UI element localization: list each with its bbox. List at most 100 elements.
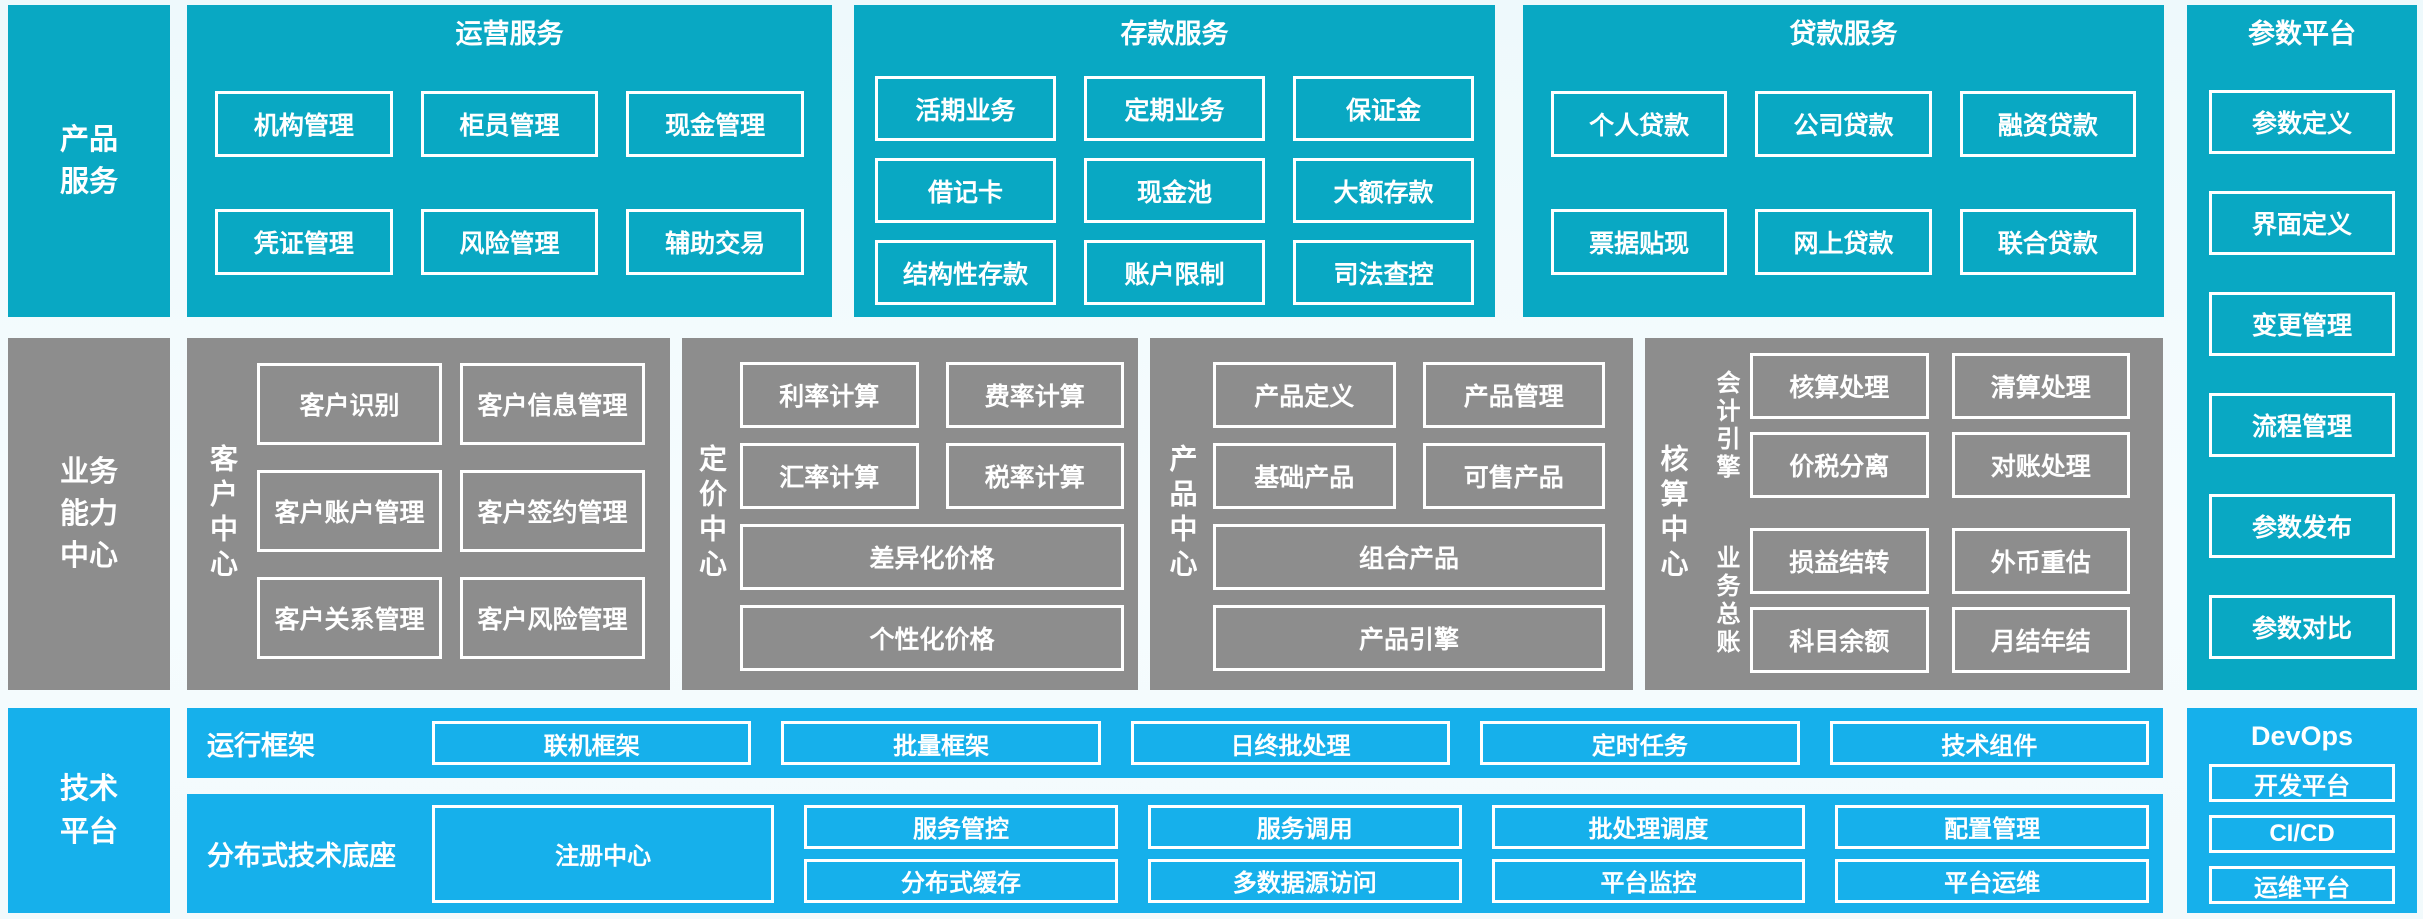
section-accounting-center: 核算中心 会计引擎 核算处理清算处理价税分离对账处理 业务总账 损益结转外币重估…: [1645, 338, 2163, 690]
row-runtime-framework: 运行框架 联机框架批量框架日终批处理定时任务技术组件: [187, 708, 2163, 778]
pricing-capability-box: 利率计算: [740, 362, 919, 428]
deposit-service-box: 保证金: [1293, 76, 1474, 141]
customer-capability-box: 客户关系管理: [257, 577, 442, 659]
section-loan-services: 贷款服务 个人贷款公司贷款融资贷款票据贴现网上贷款联合贷款: [1523, 5, 2164, 317]
section-pricing-center: 定价中心 利率计算费率计算汇率计算税率计算差异化价格个性化价格: [682, 338, 1138, 690]
runtime-box: 批量框架: [781, 721, 1101, 765]
loan-services-title: 贷款服务: [1789, 19, 1898, 49]
product-capability-box: 可售产品: [1422, 443, 1605, 509]
runtime-box: 定时任务: [1480, 721, 1800, 765]
distributed-base-area: 注册中心 服务管控分布式缓存服务调用多数据源访问批处理调度平台监控配置管理平台运…: [432, 794, 2149, 913]
distributed-box: 多数据源访问: [1147, 858, 1462, 903]
parameter-box: 参数发布: [2209, 494, 2395, 558]
parameter-box: 界面定义: [2209, 191, 2395, 255]
registry-center-box: 注册中心: [432, 804, 775, 903]
pricing-center-label: 定价中心: [696, 444, 727, 584]
operations-service-box: 机构管理: [215, 91, 393, 157]
accounting-center-groups: 会计引擎 核算处理清算处理价税分离对账处理 业务总账 损益结转外币重估科目余额月…: [1700, 353, 2130, 690]
deposit-service-box: 借记卡: [875, 158, 1056, 223]
product-capability-box: 产品定义: [1213, 362, 1396, 428]
runtime-framework-boxes: 联机框架批量框架日终批处理定时任务技术组件: [432, 708, 2150, 778]
distributed-base-label: 分布式技术底座: [207, 841, 396, 871]
product-capability-box: 产品管理: [1422, 362, 1605, 428]
product-center-label: 产品中心: [1166, 444, 1198, 584]
customer-capability-box: 客户签约管理: [460, 470, 645, 552]
pricing-capability-box: 差异化价格: [740, 524, 1124, 590]
loan-service-box: 网上贷款: [1755, 209, 1932, 275]
accounting-box: 价税分离: [1750, 432, 1929, 498]
rail-label-line: 业务: [59, 455, 118, 488]
rail-business-capability-label: 业务 能力 中心: [60, 451, 118, 577]
devops-box: CI/CD: [2209, 815, 2395, 853]
distributed-box: 平台运维: [1835, 858, 2149, 903]
rail-product-services-label: 产品 服务: [60, 119, 118, 203]
section-operations-services: 运营服务 机构管理柜员管理现金管理凭证管理风险管理辅助交易: [187, 5, 832, 317]
pricing-capability-box: 个性化价格: [740, 605, 1124, 671]
rail-technology-platform-label: 技术 平台: [60, 768, 118, 852]
accounting-box: 对账处理: [1951, 432, 2130, 498]
product-center-label-wrap: 产品中心: [1150, 338, 1213, 690]
distributed-box: 服务管控: [804, 804, 1118, 849]
operations-service-box: 辅助交易: [626, 209, 804, 275]
accounting-box: 科目余额: [1750, 607, 1929, 673]
deposit-service-box: 大额存款: [1293, 158, 1474, 223]
parameter-box: 参数对比: [2209, 595, 2395, 659]
accounting-engine-grid: 核算处理清算处理价税分离对账处理: [1750, 353, 2130, 498]
distributed-box: 服务调用: [1147, 804, 1462, 849]
operations-services-grid: 机构管理柜员管理现金管理凭证管理风险管理辅助交易: [215, 91, 804, 275]
rail-label-line: 技术: [59, 773, 118, 806]
rail-label-line: 服务: [59, 166, 118, 198]
loan-service-box: 融资贷款: [1959, 91, 2136, 157]
accounting-center-label: 核算中心: [1657, 444, 1689, 584]
deposit-service-box: 结构性存款: [875, 240, 1056, 305]
business-ledger-label-wrap: 业务总账: [1700, 528, 1750, 673]
devops-title: DevOps: [2250, 721, 2354, 751]
accounting-engine-label: 会计引擎: [1712, 369, 1739, 482]
customer-center-label-wrap: 客户中心: [187, 338, 257, 690]
operations-service-box: 现金管理: [626, 91, 804, 157]
business-ledger-group: 业务总账 损益结转外币重估科目余额月结年结: [1700, 528, 2130, 673]
accounting-center-label-wrap: 核算中心: [1645, 338, 1700, 690]
operations-service-box: 凭证管理: [215, 209, 393, 275]
runtime-framework-label: 运行框架: [207, 730, 315, 761]
deposit-service-box: 司法查控: [1293, 240, 1474, 305]
runtime-box: 联机框架: [432, 721, 752, 765]
operations-services-title: 运营服务: [455, 19, 564, 49]
parameter-box: 变更管理: [2209, 292, 2395, 356]
pricing-capability-box: 费率计算: [945, 362, 1124, 428]
distributed-box: 配置管理: [1835, 804, 2149, 849]
deposit-services-grid: 活期业务定期业务保证金借记卡现金池大额存款结构性存款账户限制司法查控: [875, 76, 1474, 305]
devops-box: 开发平台: [2209, 764, 2395, 802]
section-customer-center: 客户中心 客户识别客户信息管理客户账户管理客户签约管理客户关系管理客户风险管理: [187, 338, 670, 690]
section-deposit-services: 存款服务 活期业务定期业务保证金借记卡现金池大额存款结构性存款账户限制司法查控: [854, 5, 1495, 317]
loan-service-box: 公司贷款: [1755, 91, 1932, 157]
customer-center-grid: 客户识别客户信息管理客户账户管理客户签约管理客户关系管理客户风险管理: [257, 363, 645, 690]
distributed-box: 平台监控: [1491, 858, 1806, 903]
customer-capability-box: 客户识别: [257, 363, 442, 445]
loan-service-box: 个人贷款: [1551, 91, 1728, 157]
rail-technology-platform: 技术 平台: [8, 708, 170, 913]
pricing-capability-box: 汇率计算: [740, 443, 919, 509]
parameter-platform-list: 参数定义界面定义变更管理流程管理参数发布参数对比: [2209, 90, 2395, 659]
distributed-box: 分布式缓存: [804, 858, 1118, 903]
rail-business-capability-center: 业务 能力 中心: [8, 338, 170, 690]
product-capability-box: 产品引擎: [1213, 605, 1605, 671]
accounting-box: 核算处理: [1750, 353, 1929, 419]
parameter-platform-title: 参数平台: [2248, 19, 2356, 49]
distributed-base-grid: 服务管控分布式缓存服务调用多数据源访问批处理调度平台监控配置管理平台运维: [804, 804, 2149, 903]
accounting-box: 月结年结: [1951, 607, 2130, 673]
rail-label-line: 产品: [59, 123, 118, 156]
accounting-box: 清算处理: [1951, 353, 2130, 419]
pricing-capability-box: 税率计算: [945, 443, 1124, 509]
rail-label-line: 能力: [59, 497, 118, 530]
accounting-engine-label-wrap: 会计引擎: [1700, 353, 1750, 498]
customer-capability-box: 客户信息管理: [460, 363, 645, 445]
business-ledger-grid: 损益结转外币重估科目余额月结年结: [1750, 528, 2130, 673]
parameter-box: 参数定义: [2209, 90, 2395, 154]
distributed-box: 批处理调度: [1491, 804, 1806, 849]
customer-capability-box: 客户账户管理: [257, 470, 442, 552]
product-capability-box: 组合产品: [1213, 524, 1605, 590]
business-ledger-label: 业务总账: [1712, 544, 1739, 657]
